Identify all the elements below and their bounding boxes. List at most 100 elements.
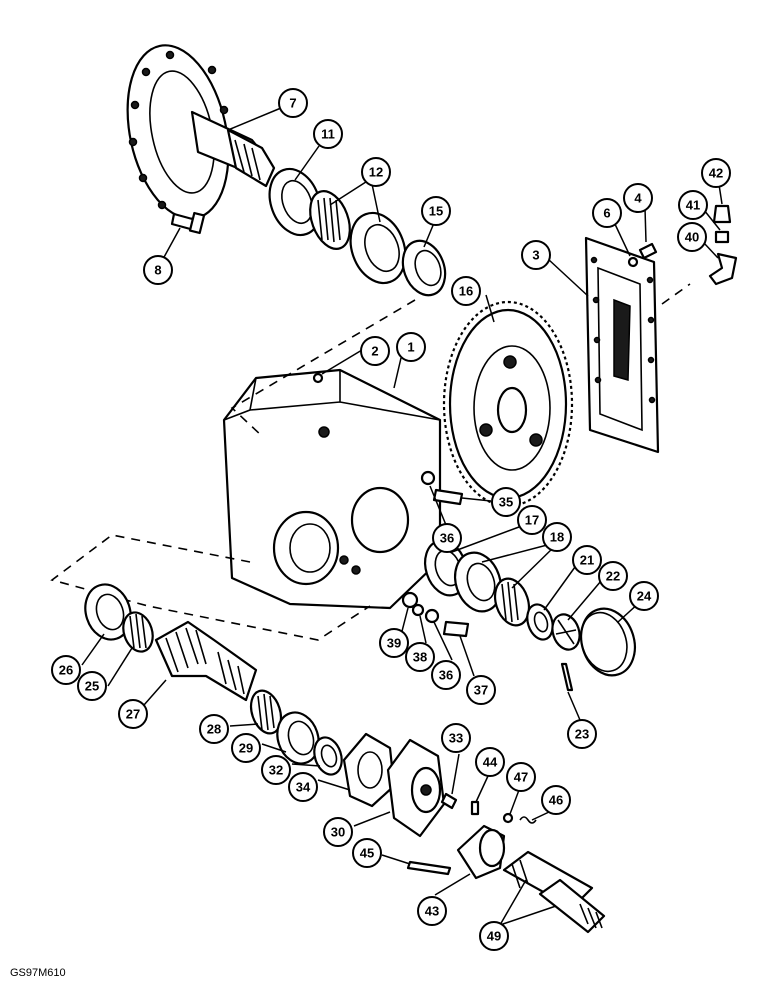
callout-12-label: 12 (369, 165, 383, 180)
setscrew-part-44 (470, 800, 480, 816)
callout-6-label: 6 (603, 206, 610, 221)
cap-part-24 (580, 607, 636, 677)
callout-40-label: 40 (685, 230, 699, 245)
shaft-part-49-lower (538, 878, 606, 934)
callout-7: 7 (278, 88, 308, 118)
cover-plate-part-3 (584, 236, 660, 454)
retainer-part-30 (386, 738, 446, 838)
bearing-cup-part-29 (276, 711, 320, 765)
callout-28-label: 28 (207, 722, 221, 737)
breather-part-42 (712, 204, 732, 224)
bolt-part-37 (442, 620, 470, 638)
callout-39-label: 39 (387, 636, 401, 651)
callout-16-label: 16 (459, 284, 473, 299)
callout-23-label: 23 (575, 727, 589, 742)
callout-42-label: 42 (709, 166, 723, 181)
callout-4: 4 (623, 183, 653, 213)
callout-11: 11 (313, 119, 343, 149)
bearing-cone-part-12 (309, 190, 351, 250)
callout-26-label: 26 (59, 663, 73, 678)
callout-44-label: 44 (483, 755, 498, 770)
callout-24-label: 24 (637, 589, 652, 604)
bolt-part-8 (170, 211, 206, 235)
callout-42: 42 (701, 158, 731, 188)
callout-16: 16 (451, 276, 481, 306)
callout-45-label: 45 (360, 846, 374, 861)
callout-36-lower: 36 (431, 660, 461, 690)
callout-33-label: 33 (449, 731, 463, 746)
callout-27: 27 (118, 699, 148, 729)
callout-21-label: 21 (580, 553, 594, 568)
callout-35: 35 (491, 487, 521, 517)
callout-40: 40 (677, 222, 707, 252)
callout-17: 17 (517, 505, 547, 535)
washer-part-21 (526, 603, 554, 641)
nut-part-22 (551, 613, 581, 651)
bearing-cone-part-25 (122, 611, 154, 653)
callout-41-label: 41 (686, 198, 700, 213)
housing-part-1 (222, 368, 442, 610)
callout-25: 25 (77, 671, 107, 701)
callout-2: 2 (360, 336, 390, 366)
coupler-part-43 (456, 824, 506, 880)
callout-36-lower-label: 36 (439, 668, 453, 683)
callout-36-upper-label: 36 (440, 531, 454, 546)
callout-32-label: 32 (269, 763, 283, 778)
callout-47: 47 (506, 762, 536, 792)
callout-4-label: 4 (634, 191, 642, 206)
assembly-guide-line-1 (230, 299, 416, 437)
callout-15-label: 15 (429, 204, 443, 219)
callout-6: 6 (592, 198, 622, 228)
callout-33: 33 (441, 723, 471, 753)
nut-part-39 (401, 591, 419, 609)
callout-18-label: 18 (550, 530, 564, 545)
callout-32: 32 (261, 755, 291, 785)
callout-49: 49 (479, 921, 509, 951)
assembly-guide-line-2 (661, 283, 691, 305)
reducer-part-41 (714, 230, 730, 244)
callout-46: 46 (541, 785, 571, 815)
bushing-part-15 (401, 239, 447, 297)
callout-1: 1 (396, 332, 426, 362)
spring-part-46 (519, 816, 537, 824)
callout-12: 12 (361, 157, 391, 187)
callout-8-label: 8 (154, 263, 161, 278)
callout-37-label: 37 (474, 683, 488, 698)
callout-47-label: 47 (514, 770, 528, 785)
washer-part-6 (627, 256, 639, 268)
callout-21: 21 (572, 545, 602, 575)
callout-38: 38 (405, 642, 435, 672)
callout-7-label: 7 (289, 96, 296, 111)
bolt-part-33 (440, 792, 458, 810)
callout-22-label: 22 (606, 569, 620, 584)
callout-34: 34 (288, 772, 318, 802)
pinion-shaft-part-27 (154, 620, 258, 702)
callout-2-label: 2 (371, 344, 378, 359)
bearing-cup-part-18 (454, 551, 502, 613)
washer-part-36-lower (424, 608, 440, 624)
callout-41: 41 (678, 190, 708, 220)
callout-37: 37 (466, 675, 496, 705)
bearing-cup-part-12 (349, 211, 407, 285)
bolt-part-45 (406, 860, 452, 876)
bearing-cone-part-18 (493, 577, 531, 627)
callout-45: 45 (352, 838, 382, 868)
gear-part-16 (442, 300, 574, 508)
callout-43-label: 43 (425, 904, 439, 919)
bearing-cone-part-28 (249, 689, 283, 735)
callout-44: 44 (475, 747, 505, 777)
callout-25-label: 25 (85, 679, 99, 694)
callout-28: 28 (199, 714, 229, 744)
callout-49-label: 49 (487, 929, 501, 944)
washer-part-38 (411, 603, 425, 617)
bearing-cup-part-26 (84, 583, 132, 641)
axle-flange-part-7 (126, 44, 276, 220)
callout-1-label: 1 (407, 340, 414, 355)
callout-24: 24 (629, 581, 659, 611)
washer-part-36-upper (420, 470, 436, 486)
elbow-part-40 (708, 252, 738, 286)
bolt-part-4 (638, 242, 658, 260)
callout-30: 30 (323, 817, 353, 847)
